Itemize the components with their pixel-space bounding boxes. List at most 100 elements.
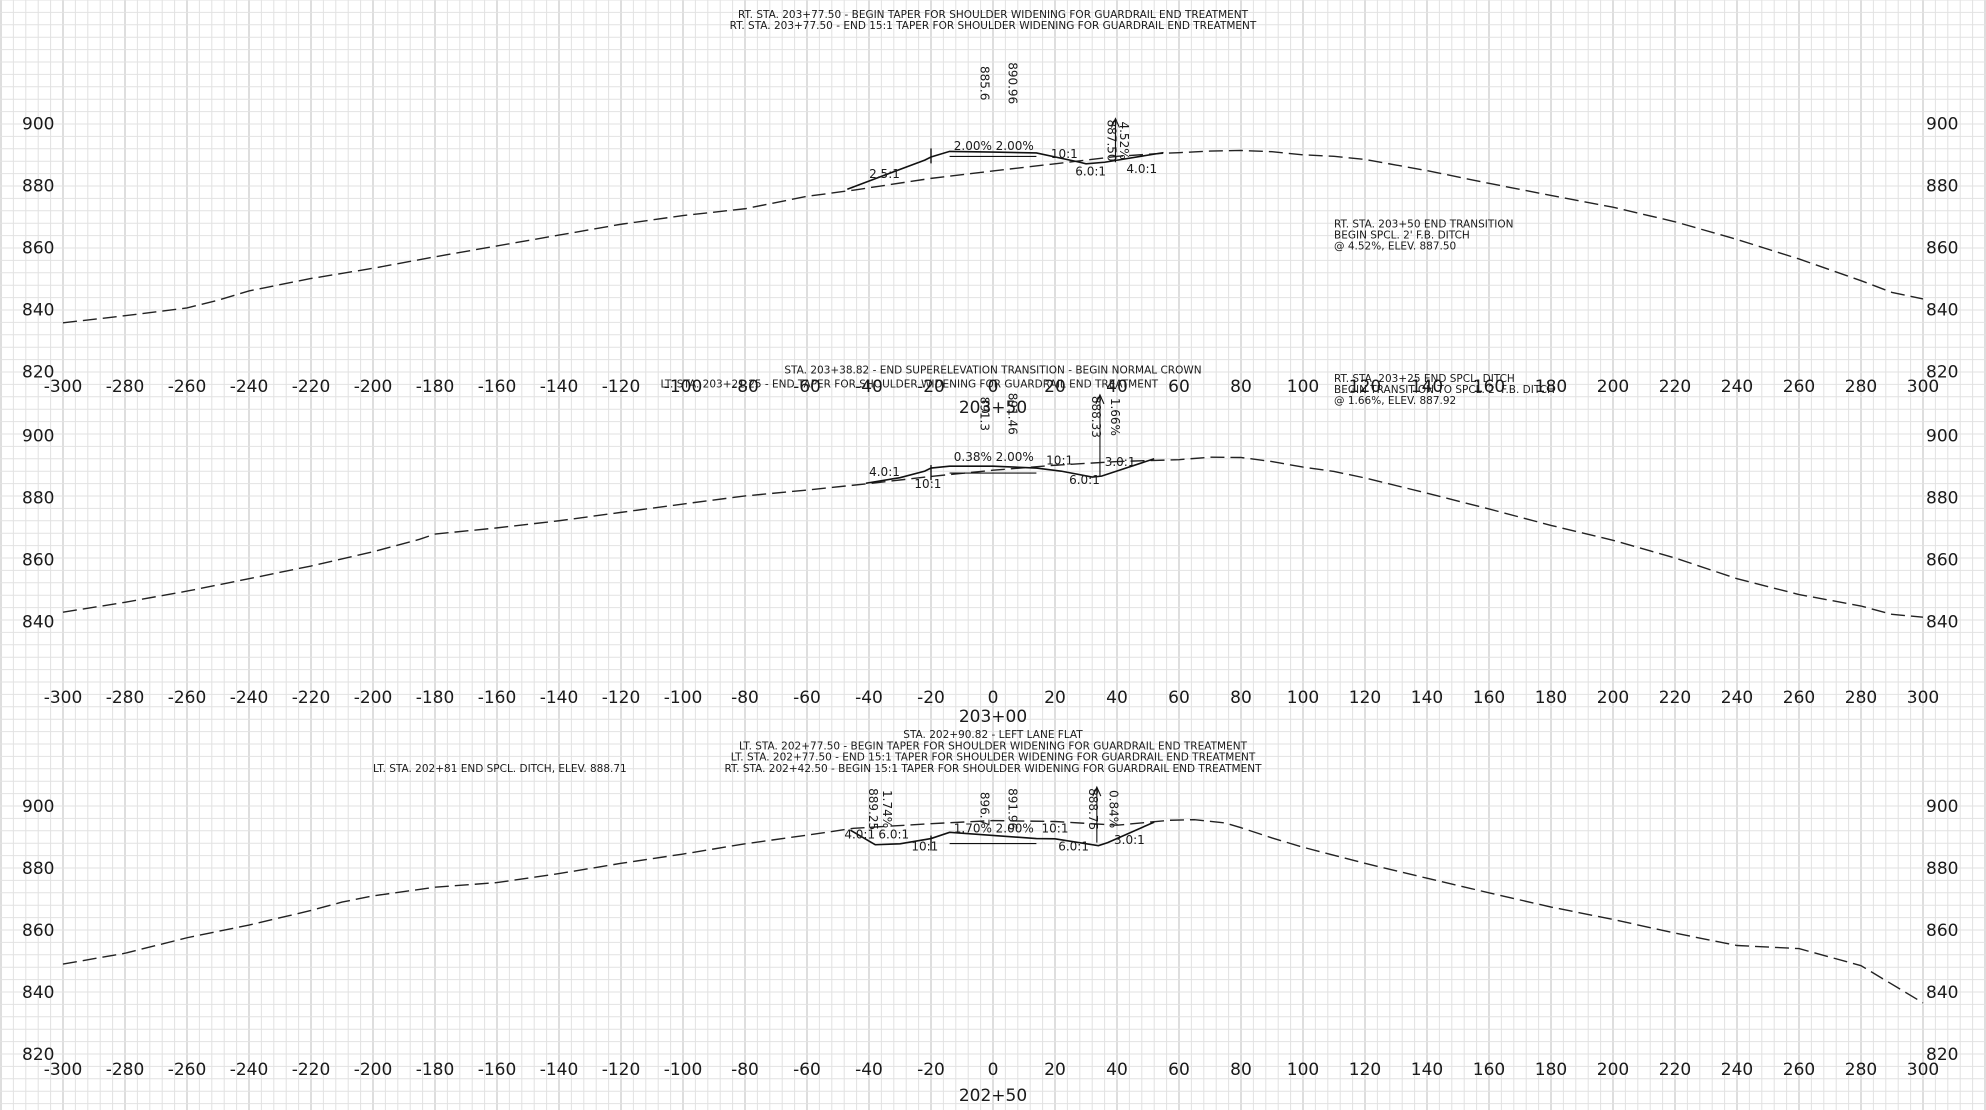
ditch-arrow [1110, 117, 1120, 163]
offset-tick-label: -200 [354, 1060, 393, 1080]
offset-tick-label: -100 [664, 688, 703, 708]
station-note: LT. STA. 202+77.50 - END 15:1 TAPER FOR … [731, 752, 1256, 764]
offset-tick-label: -20 [917, 377, 945, 397]
offset-tick-label: -180 [416, 377, 455, 397]
slope-label: 6.0:1 [1075, 164, 1106, 178]
left-elevation-label: 880 [22, 859, 54, 879]
offset-tick-label: -120 [602, 1060, 641, 1080]
offset-tick-label: -140 [540, 377, 579, 397]
slope-label: 2.00% [996, 450, 1034, 464]
side-note-line: LT. STA. 202+81 END SPCL. DITCH, ELEV. 8… [373, 763, 627, 775]
offset-tick-label: -100 [664, 1060, 703, 1080]
proposed-template-line [865, 457, 1155, 485]
offset-tick-label: 140 [1411, 1060, 1443, 1080]
offset-tick-label: -240 [230, 377, 269, 397]
side-note-line: RT. STA. 203+50 END TRANSITION [1334, 218, 1513, 230]
right-elevation-label: 840 [1926, 613, 1958, 633]
slope-label: 2.00% [996, 821, 1034, 835]
offset-tick-label: 0 [988, 377, 999, 397]
offset-axis: -300-280-260-240-220-200-180-160-140-120… [44, 688, 1940, 708]
right-elevation-label: 840 [1926, 301, 1958, 321]
elevation-callout: 885.6 [978, 66, 992, 100]
ditch-arrow [1092, 785, 1102, 843]
slope-label: 10:1 [1046, 454, 1073, 468]
offset-tick-label: -200 [354, 377, 393, 397]
offset-tick-label: 0 [988, 1060, 999, 1080]
offset-tick-label: -20 [917, 688, 945, 708]
offset-tick-label: 220 [1659, 1060, 1691, 1080]
right-elevation-label: 880 [1926, 489, 1958, 509]
offset-tick-label: -260 [168, 1060, 207, 1080]
offset-tick-label: 200 [1597, 1060, 1629, 1080]
left-elevation-label: 820 [22, 363, 54, 383]
slope-label: 0.38% [954, 450, 992, 464]
elevation-callout: 4.52% [1117, 121, 1131, 159]
offset-tick-label: 140 [1411, 688, 1443, 708]
elevation-callout: 891.96 [1006, 788, 1020, 830]
offset-tick-label: -260 [168, 688, 207, 708]
offset-tick-label: -80 [731, 377, 759, 397]
station-note: RT. STA. 203+77.50 - END 15:1 TAPER FOR … [730, 20, 1257, 32]
offset-tick-label: 100 [1287, 688, 1319, 708]
left-elevation-label: 820 [22, 1045, 54, 1065]
elevation-callout: 1.74% [880, 790, 894, 828]
offset-tick-label: -240 [230, 1060, 269, 1080]
offset-tick-label: -280 [106, 688, 145, 708]
ditch-arrow [1095, 393, 1105, 477]
offset-tick-label: 160 [1473, 377, 1505, 397]
offset-axis: -300-280-260-240-220-200-180-160-140-120… [44, 377, 1940, 397]
elevation-callout: 1.66% [1108, 398, 1122, 436]
station-label: 202+50 [959, 1086, 1027, 1106]
slope-label: 2.5:1 [869, 167, 900, 181]
offset-tick-label: -40 [855, 688, 883, 708]
offset-tick-label: 200 [1597, 377, 1629, 397]
offset-tick-label: 120 [1349, 377, 1381, 397]
offset-tick-label: 80 [1230, 1060, 1252, 1080]
offset-tick-label: 20 [1044, 688, 1066, 708]
offset-tick-label: 160 [1473, 688, 1505, 708]
right-elevation-label: 820 [1926, 1045, 1958, 1065]
offset-axis: -300-280-260-240-220-200-180-160-140-120… [44, 1060, 1940, 1080]
side-note-line: @ 4.52%, ELEV. 887.50 [1334, 240, 1456, 252]
right-elevation-label: 860 [1926, 239, 1958, 259]
offset-tick-label: 280 [1845, 688, 1877, 708]
left-elevation-label: 840 [22, 613, 54, 633]
slope-label: 10:1 [1051, 147, 1078, 161]
offset-tick-label: 180 [1535, 1060, 1567, 1080]
offset-tick-label: 60 [1168, 688, 1190, 708]
offset-tick-label: 240 [1721, 377, 1753, 397]
offset-tick-label: -260 [168, 377, 207, 397]
offset-tick-label: -220 [292, 1060, 331, 1080]
offset-tick-label: 0 [988, 688, 999, 708]
station-label: 203+50 [959, 398, 1027, 418]
offset-tick-label: -220 [292, 377, 331, 397]
offset-tick-label: -160 [478, 377, 517, 397]
elevation-callout: 889.25 [866, 788, 880, 830]
offset-tick-label: 100 [1287, 377, 1319, 397]
side-note-line: BEGIN SPCL. 2' F.B. DITCH [1334, 229, 1470, 241]
slope-label: 4.0:1 [1126, 162, 1157, 176]
station-note: STA. 202+90.82 - LEFT LANE FLAT [903, 729, 1083, 741]
slope-label: 3.0:1 [1114, 833, 1145, 847]
slope-label: 10:1 [911, 839, 938, 853]
slope-label: 6.0:1 [1058, 839, 1089, 853]
side-note-line: BEGIN TRANSITION TO SPCL. 2' F.B. DITCH [1334, 384, 1555, 396]
offset-tick-label: -220 [292, 688, 331, 708]
right-elevation-label: 880 [1926, 177, 1958, 197]
slope-label: 4.0:1 [869, 465, 900, 479]
proposed-template-line [849, 821, 1155, 847]
offset-tick-label: -80 [731, 1060, 759, 1080]
right-elevation-label: 840 [1926, 983, 1958, 1003]
offset-tick-label: 220 [1659, 688, 1691, 708]
offset-tick-label: -300 [44, 377, 83, 397]
offset-tick-label: -280 [106, 377, 145, 397]
offset-tick-label: -80 [731, 688, 759, 708]
offset-tick-label: 100 [1287, 1060, 1319, 1080]
left-elevation-label: 860 [22, 239, 54, 259]
offset-tick-label: 180 [1535, 377, 1567, 397]
offset-tick-label: 60 [1168, 377, 1190, 397]
existing-ground-line [62, 818, 1924, 1004]
